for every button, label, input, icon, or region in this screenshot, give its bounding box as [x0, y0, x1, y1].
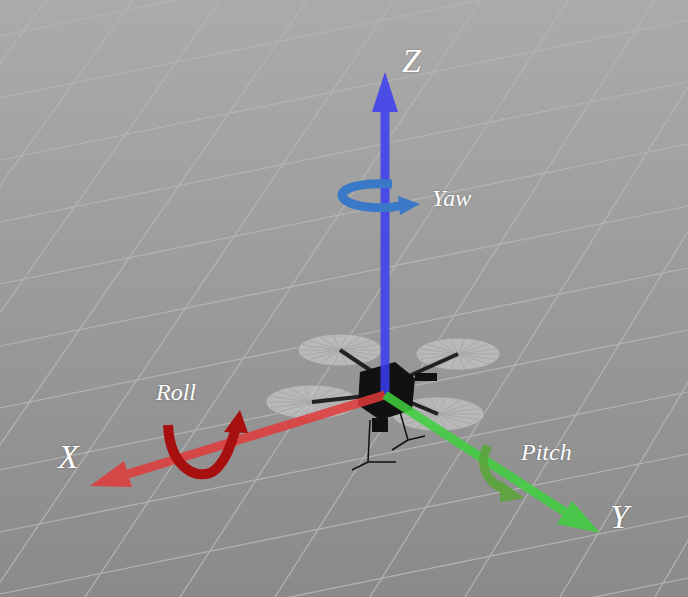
yaw-arrow	[342, 184, 420, 215]
blade-streak	[458, 354, 489, 364]
blade-streak	[458, 349, 495, 354]
blade-streak	[458, 354, 495, 359]
grid-line	[0, 0, 307, 597]
blade-streak	[340, 340, 371, 350]
grid-line	[0, 578, 688, 597]
roll-arrow	[168, 410, 248, 474]
blade-streak	[271, 402, 312, 408]
grid-line	[85, 0, 481, 597]
grid-line	[0, 0, 688, 98]
grid-line	[0, 0, 394, 597]
grid-line	[0, 0, 46, 597]
pitch-arrow	[483, 446, 524, 502]
axis-label: Y	[610, 500, 629, 534]
z-axis-head	[372, 72, 398, 112]
grid-line	[0, 206, 688, 346]
rotation-label: Yaw	[432, 186, 471, 210]
grid-line	[0, 0, 688, 36]
blade-streak	[458, 344, 489, 354]
blade-streak	[438, 404, 471, 414]
blade-streak	[279, 402, 312, 412]
rotation-label: Pitch	[521, 440, 572, 464]
blade-streak	[309, 350, 340, 360]
z-axis	[381, 108, 390, 395]
blade-streak	[421, 349, 458, 354]
grid-line	[0, 0, 220, 597]
grid-line	[0, 0, 133, 597]
grid-line	[560, 0, 688, 597]
axis-label: X	[58, 440, 79, 474]
drone-camera	[372, 418, 388, 432]
x-axis-head	[90, 461, 132, 487]
grid-line	[275, 0, 655, 597]
grid-line	[655, 0, 688, 597]
blade-streak	[303, 350, 340, 355]
blade-streak	[438, 408, 479, 414]
blade-streak	[438, 414, 479, 420]
blade-streak	[268, 402, 312, 403]
landing-gear	[352, 412, 425, 470]
rotation-label: Roll	[156, 380, 196, 404]
blade-streak	[458, 354, 465, 369]
blade-streak	[438, 414, 471, 424]
blade-streak	[309, 340, 340, 350]
blade-streak	[304, 386, 312, 402]
y-axis-head	[557, 501, 600, 533]
grid-line	[370, 0, 688, 597]
grid-line	[180, 0, 568, 597]
blade-streak	[427, 344, 458, 354]
drone-mount	[415, 373, 437, 381]
grid-line	[0, 268, 688, 408]
blade-streak	[279, 392, 312, 402]
blade-streak	[340, 345, 377, 350]
axis-label: Z	[402, 44, 421, 78]
blade-streak	[333, 335, 340, 350]
blade-streak	[451, 339, 458, 354]
grid-line	[0, 454, 688, 594]
blade-streak	[271, 396, 312, 402]
grid-line	[465, 0, 688, 597]
grid-line	[0, 82, 688, 222]
x-axis	[128, 395, 385, 474]
blade-streak	[303, 345, 340, 350]
blade-streak	[438, 414, 482, 415]
